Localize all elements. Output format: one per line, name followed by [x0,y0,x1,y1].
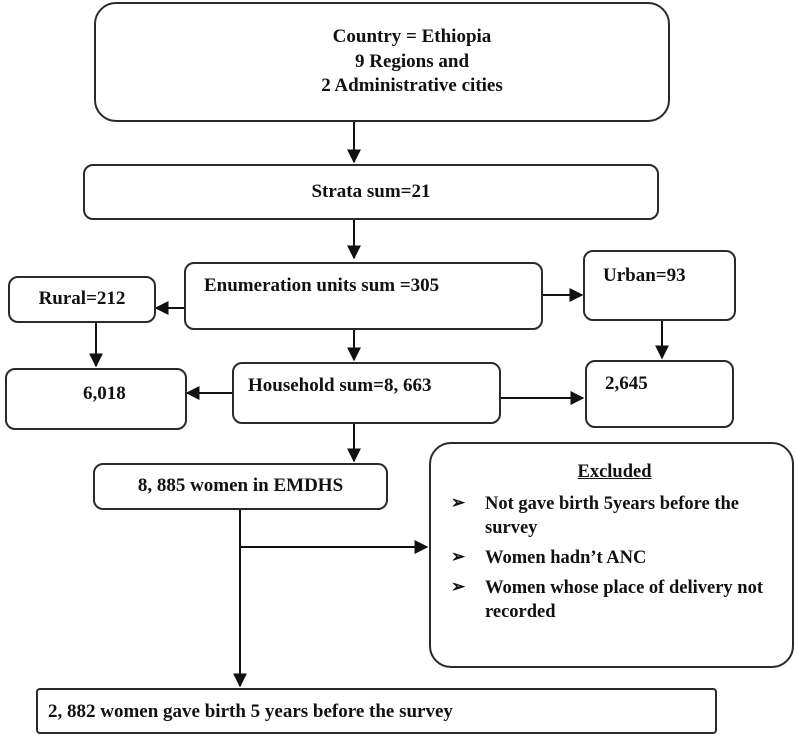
women-box: 8, 885 women in EMDHS [93,463,388,510]
arrowhead-bullet-icon: ➢ [451,547,466,567]
urban-households-box: 2,645 [585,360,734,428]
excluded-box: Excluded ➢ Not gave birth 5years before … [429,442,794,668]
strata-label: Strata sum=21 [311,180,431,202]
excluded-item: ➢ Women hadn’t ANC [451,546,778,570]
enumeration-box: Enumeration units sum =305 [184,262,543,330]
enumeration-label: Enumeration units sum =305 [204,275,440,296]
excluded-title: Excluded [577,462,652,482]
country-line1: Country = Ethiopia [332,25,492,47]
excluded-item-text: Not gave birth 5years before the survey [485,494,739,539]
final-label: 2, 882 women gave birth 5 years before t… [48,701,453,722]
household-box: Household sum=8, 663 [232,362,501,424]
excluded-item: ➢ Not gave birth 5years before the surve… [451,492,778,540]
urban-households-value: 2,645 [605,373,648,394]
country-line2: 9 Regions and [354,50,470,72]
urban-label: Urban=93 [603,265,686,286]
rural-households-box: 6,018 [5,368,187,430]
final-box: 2, 882 women gave birth 5 years before t… [36,688,717,734]
rural-households-value: 6,018 [83,383,126,404]
urban-box: Urban=93 [583,250,736,321]
excluded-item: ➢ Women whose place of delivery not reco… [451,576,778,624]
rural-label: Rural=212 [38,288,126,310]
country-line3: 2 Administrative cities [321,75,503,97]
rural-box: Rural=212 [8,276,156,323]
women-label: 8, 885 women in EMDHS [137,475,344,497]
country-box: Country = Ethiopia 9 Regions and 2 Admin… [94,2,670,122]
household-label: Household sum=8, 663 [248,375,432,396]
arrowhead-bullet-icon: ➢ [451,577,466,597]
strata-box: Strata sum=21 [83,164,659,220]
excluded-item-text: Women whose place of delivery not record… [485,578,763,623]
excluded-item-text: Women hadn’t ANC [485,548,647,569]
excluded-list: ➢ Not gave birth 5years before the surve… [451,492,778,624]
arrowhead-bullet-icon: ➢ [451,493,466,513]
